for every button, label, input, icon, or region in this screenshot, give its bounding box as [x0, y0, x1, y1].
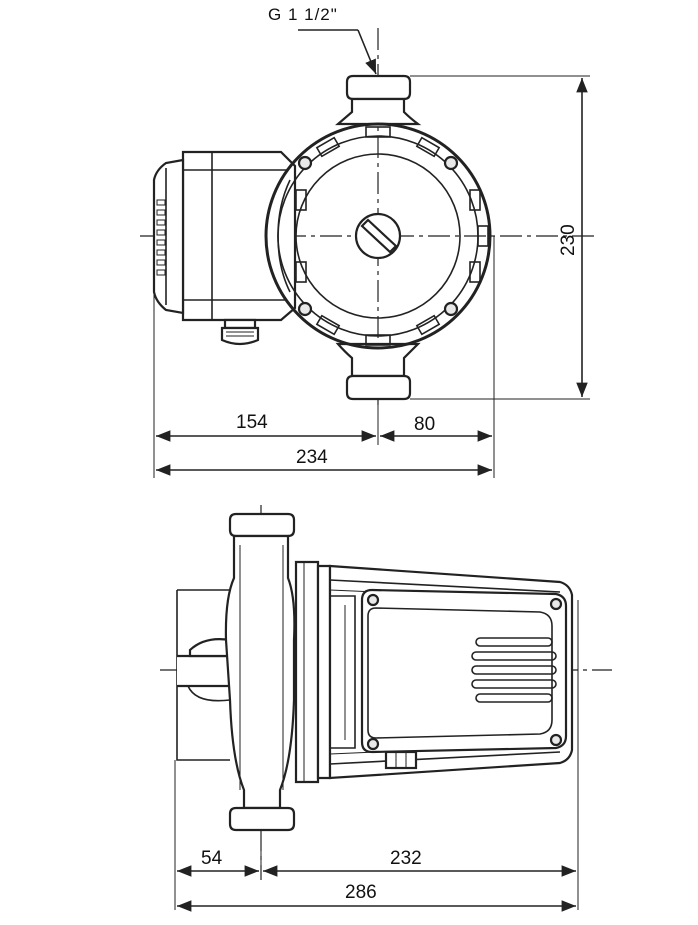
side-right-dimension-label: 232: [390, 848, 422, 869]
housing-bolts: [297, 155, 459, 317]
motor-flange: [294, 560, 332, 784]
top-inlet-flange: [335, 74, 422, 126]
terminal-box: [152, 150, 297, 322]
cable-gland: [220, 318, 260, 346]
total-width-dimension-label: 234: [296, 447, 328, 468]
housing-ribs: [295, 126, 489, 346]
thread-size-label: G 1 1/2": [268, 5, 338, 24]
shaft-plug: [354, 212, 402, 260]
side-vertical-pipe: [224, 512, 296, 832]
side-left-dimension-label: 54: [201, 848, 223, 869]
right-dimension-label: 80: [414, 414, 435, 435]
control-vent-slots: [471, 637, 557, 703]
terminal-box-vent-slots: [156, 199, 166, 276]
top-view: G 1 1/2" 230 154 80 234: [140, 5, 595, 478]
rear-plate: [176, 589, 234, 761]
side-cable-gland: [384, 750, 418, 770]
total-length-dimension-label: 286: [345, 882, 377, 903]
bottom-outlet-flange: [335, 342, 421, 401]
side-view: 54 232 286: [160, 505, 612, 912]
left-dimension-label: 154: [236, 412, 268, 433]
height-dimension-label: 230: [558, 224, 579, 256]
pump-housing-top: [264, 122, 492, 350]
control-head: [360, 588, 568, 754]
